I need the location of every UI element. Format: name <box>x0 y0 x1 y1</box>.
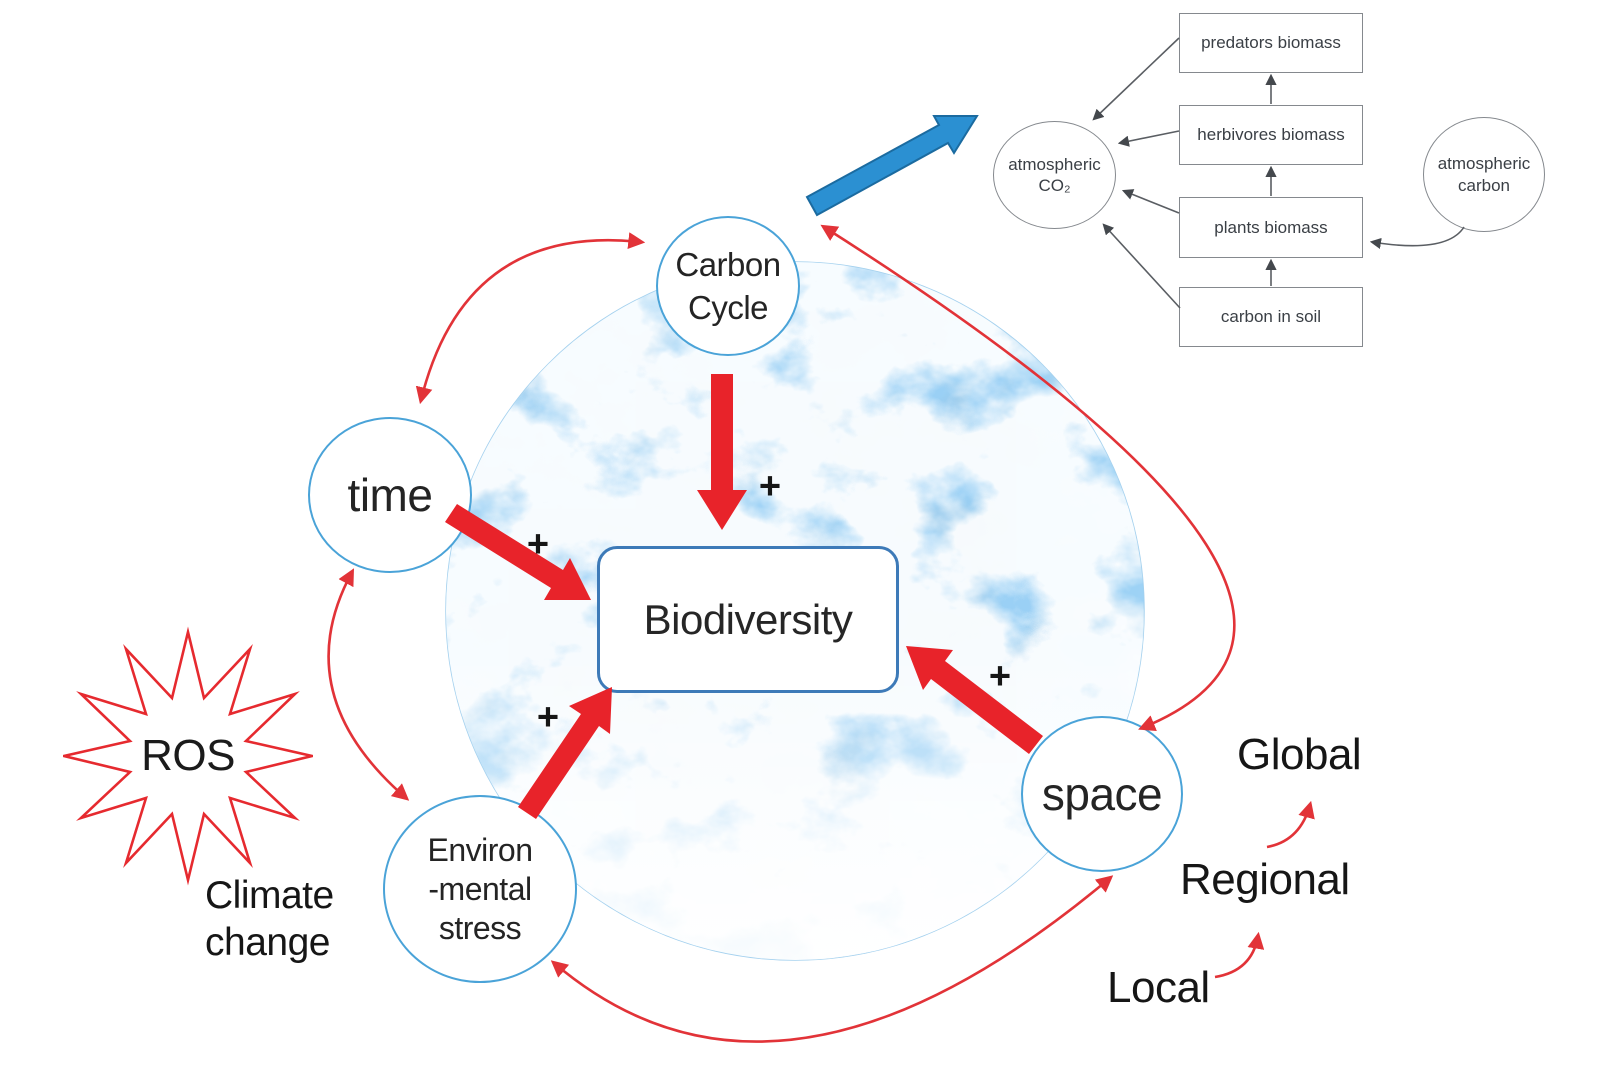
arrow-carbon-to-plants <box>1369 226 1465 249</box>
arrow-plants-to-co2 <box>1121 189 1180 214</box>
foodweb-box-herbivores: herbivores biomass <box>1179 105 1363 165</box>
climate-change-line1: Climate <box>205 874 334 917</box>
node-biodiversity: Biodiversity <box>597 546 899 693</box>
arrow-predators-to-co2 <box>1092 37 1180 121</box>
foodweb-box-carbon-soil: carbon in soil <box>1179 287 1363 347</box>
climate-change-line2: change <box>205 921 330 964</box>
plus-sign-carboncycle: + <box>758 465 782 508</box>
foodweb-box-predators: predators biomass <box>1179 13 1363 73</box>
time-label: time <box>347 469 433 521</box>
arrow-local-to-regional <box>1214 931 1265 979</box>
arrow-time-envstress <box>327 568 410 801</box>
arrow-herbivores-to-co2 <box>1117 130 1180 147</box>
atmospheric-carbon-line2: carbon <box>1458 175 1510 195</box>
starburst-shape <box>58 626 318 886</box>
arrow-time-carboncycle <box>415 232 646 405</box>
carbon-cycle-label-line2: Cycle <box>687 289 769 326</box>
ros-label: ROS <box>141 731 235 780</box>
atmospheric-co2-line1: atmospheric <box>1008 154 1101 174</box>
node-environmental-stress: Environ -mental stress <box>383 795 577 983</box>
arrow-space-to-biodiversity <box>906 646 1043 754</box>
arrow-soil-to-co2 <box>1102 223 1181 309</box>
local-label: Local <box>1107 963 1210 1012</box>
biodiversity-label: Biodiversity <box>643 595 853 643</box>
node-time: time <box>308 417 472 573</box>
arrow-regional-to-global <box>1266 800 1315 849</box>
atmospheric-carbon-line1: atmospheric <box>1437 154 1531 174</box>
space-label: space <box>1041 768 1163 820</box>
blue-arrow-carboncycle-to-foodweb <box>805 115 979 217</box>
arrow-carboncycle-to-biodiversity <box>697 374 747 530</box>
ros-starburst: ROS <box>58 625 318 887</box>
star-outline <box>58 626 318 886</box>
node-carbon-cycle: Carbon Cycle <box>656 216 800 356</box>
env-stress-label-line1: Environ <box>427 831 534 868</box>
env-stress-label-line3: stress <box>438 909 522 946</box>
climate-change-label: Climate change <box>205 872 334 966</box>
plus-sign-space: + <box>988 655 1012 698</box>
foodweb-node-atmospheric-carbon: atmospheric carbon <box>1423 117 1545 232</box>
plus-sign-envstress: + <box>536 696 560 739</box>
node-space: space <box>1021 716 1183 872</box>
global-label: Global <box>1237 730 1362 779</box>
arrow-envstress-space <box>550 875 1114 1043</box>
foodweb-box-plants: plants biomass <box>1179 197 1363 258</box>
atmospheric-co2-line2: CO₂ <box>1038 176 1071 195</box>
arrow-envstress-to-biodiversity <box>518 687 612 819</box>
plus-sign-time: + <box>526 523 550 566</box>
foodweb-node-atmospheric-co2: atmospheric CO₂ <box>993 121 1116 229</box>
env-stress-label-line2: -mental <box>428 870 532 907</box>
regional-label: Regional <box>1180 855 1350 904</box>
carbon-cycle-label-line1: Carbon <box>675 246 781 283</box>
